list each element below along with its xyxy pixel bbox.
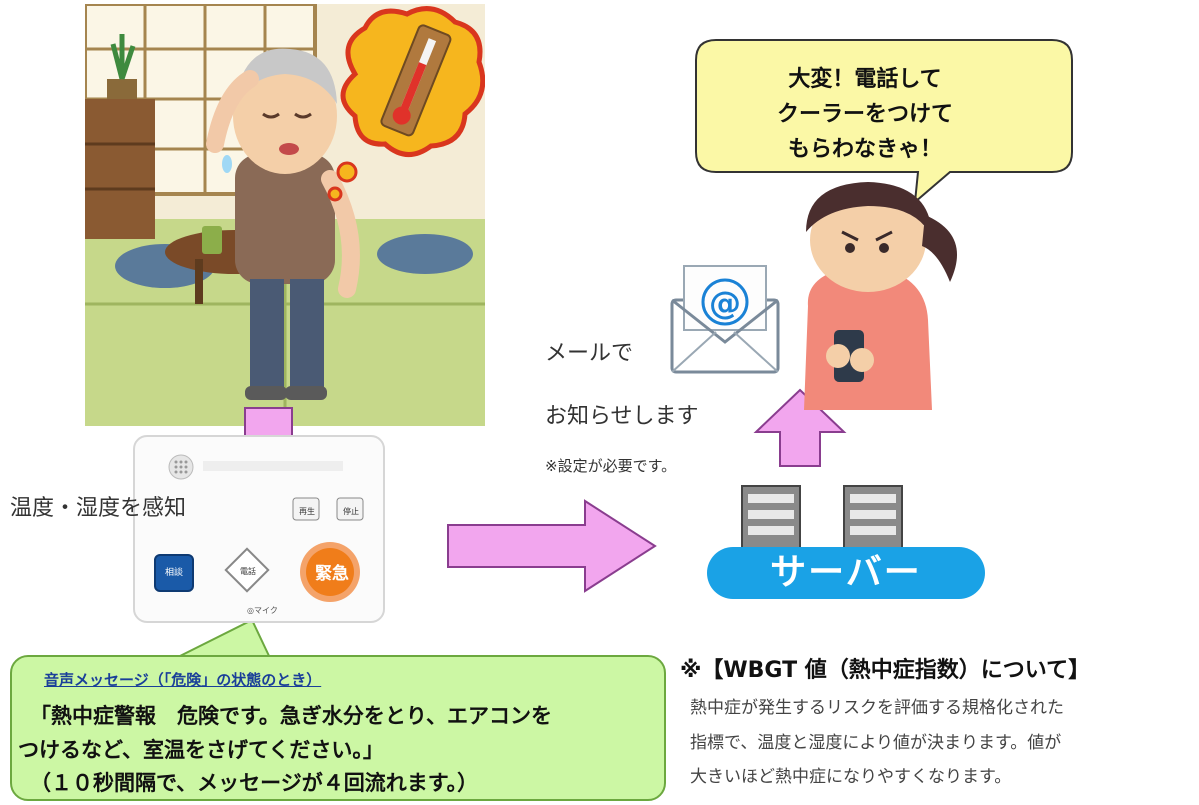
- wbgt-description-line2: 指標で、温度と湿度により値が決まります。値が: [690, 733, 1062, 753]
- mail-notice-line2: お知らせします: [545, 404, 699, 429]
- voice-message-line2: つけるなど、室温をさげてください。」: [18, 738, 384, 762]
- voice-callout-connector: [175, 618, 271, 659]
- mail-notice-line1: メールで: [545, 341, 634, 366]
- speech-bubble-text: 大変！電話して クーラーをつけて もらわなきゃ！: [700, 62, 1030, 167]
- server-icon: [741, 485, 903, 551]
- mic-label: ◎マイク: [247, 606, 278, 615]
- phone-button[interactable]: 電話: [240, 567, 256, 576]
- voice-message-title: 音声メッセージ（「危険」の状態のとき）: [44, 671, 322, 689]
- emergency-button[interactable]: 緊急: [315, 564, 349, 584]
- server-label: サーバー: [770, 552, 922, 593]
- bubble-line: クーラーをつけて: [776, 102, 953, 127]
- woman-with-phone-illustration: [804, 182, 958, 410]
- arrow-right-icon: [447, 499, 657, 593]
- alarm-device: 再生 停止 相談 電話 緊急 ◎マイク: [133, 435, 385, 623]
- sensing-label: 温度・湿度を感知: [10, 496, 187, 521]
- server-pill: [707, 547, 985, 599]
- bubble-line: 大変！電話して: [788, 67, 942, 92]
- speaker-grille-icon: [168, 454, 194, 480]
- thermometer-icon: [327, 6, 485, 202]
- wbgt-description-line1: 熱中症が発生するリスクを評価する規格化された: [690, 698, 1064, 718]
- bubble-line: もらわなきゃ！: [787, 137, 942, 162]
- replay-button[interactable]: 再生: [299, 507, 315, 516]
- wbgt-description-line3: 大きいほど熱中症になりやすくなります。: [690, 767, 1012, 787]
- heatstroke-scene-illustration: [85, 4, 485, 426]
- voice-message-line3: （１０秒間隔で、メッセージが４回流れます。）: [30, 771, 479, 795]
- voice-message-line1: 「熱中症警報 危険です。急ぎ水分をとり、エアコンを: [30, 704, 553, 728]
- svg-text:@: @: [709, 284, 741, 322]
- voice-message-box: [10, 655, 666, 801]
- speech-bubble: [695, 39, 1073, 205]
- stop-button[interactable]: 停止: [343, 507, 359, 516]
- setting-required-note: ※設定が必要です。: [545, 457, 677, 475]
- consult-button[interactable]: 相談: [164, 568, 183, 578]
- arrow-up-icon: [753, 388, 847, 467]
- mail-icon: @: [670, 265, 780, 374]
- wbgt-title: ※【WBGT 値（熱中症指数）について】: [680, 658, 1091, 683]
